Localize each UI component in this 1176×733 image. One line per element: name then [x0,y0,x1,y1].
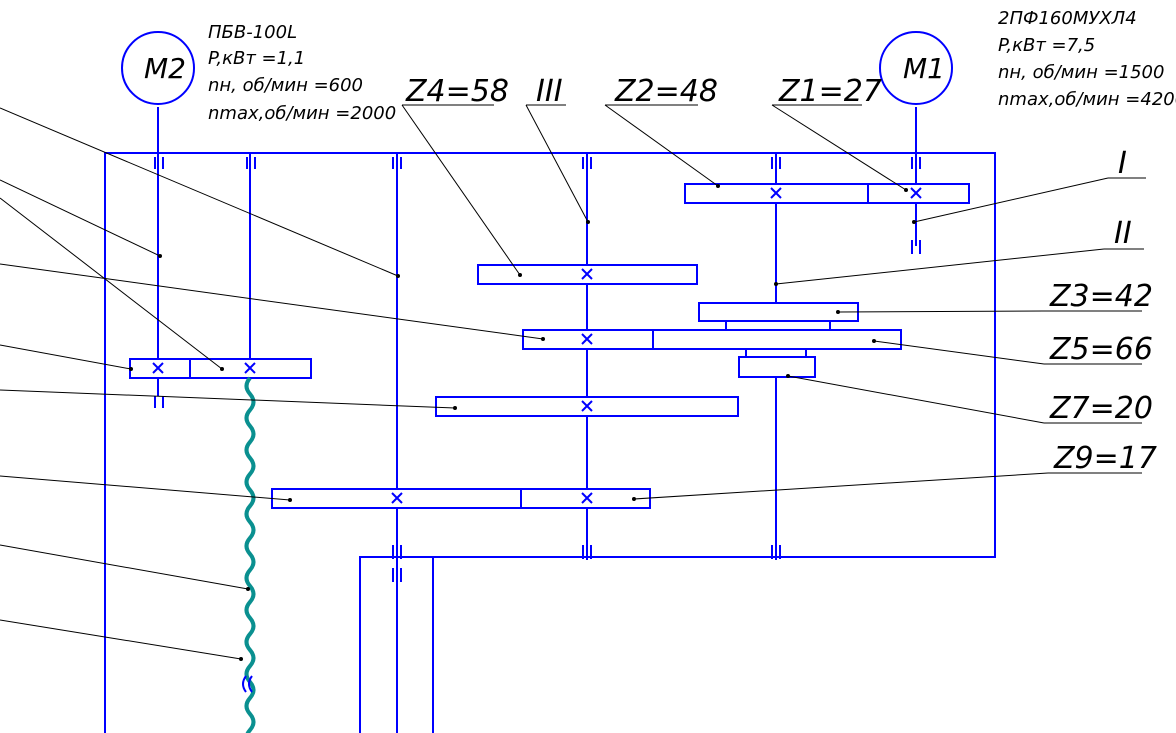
lead-screw [242,376,256,733]
label-shaft-iii: III [536,74,563,109]
right-labels: I II Z3=42 Z5=66 Z7=20 Z9=17 [1044,146,1157,476]
motor-m1-max-speed: nmax,об/мин =4200 [998,89,1176,110]
motor-m1-label: M1 [903,52,945,85]
motor-m1: M1 2ПФ160МУХЛ4 P,кВт =7,5 nн, об/мин =15… [879,8,1176,110]
gear-z3-hub [725,320,831,331]
motor-m2-model: ПБВ-100L [208,22,297,43]
label-shaft-ii: II [1114,216,1132,251]
gears [129,183,970,509]
shaft-crosses [152,187,922,504]
label-z7: Z7=20 [1049,391,1153,426]
motor-m1-model: 2ПФ160МУХЛ4 [998,8,1137,29]
motor-m1-circle [879,31,953,105]
motor-m2: M2 ПБВ-100L P,кВт =1,1 nн, об/мин =600 n… [121,22,396,124]
motor-m2-power: P,кВт =1,1 [208,48,305,69]
gear-z7-hub [745,348,807,358]
motor-m1-nominal-speed: nн, об/мин =1500 [998,62,1164,83]
label-z9: Z9=17 [1053,441,1157,476]
gear-z3 [698,302,859,322]
label-z1: Z1=27 [778,74,882,109]
motor-m2-circle [121,31,195,105]
top-labels: Z4=58 III Z2=48 Z1=27 [402,74,882,109]
housing-frame [104,152,996,733]
label-z2: Z2=48 [614,74,718,109]
motor-m2-label: M2 [144,52,186,85]
gear-z5 [652,329,902,350]
label-z4: Z4=58 [405,74,509,109]
leader-lines [401,104,1109,500]
label-shaft-i: I [1118,146,1127,181]
bearing-marks [154,157,921,582]
leader-dots [129,184,916,661]
motor-m1-power: P,кВт =7,5 [998,35,1095,56]
gear-z1 [867,183,970,204]
gear-m2-pinion [129,358,191,379]
gear-z7 [738,356,816,378]
motor-m2-nominal-speed: nн, об/мин =600 [208,75,363,96]
label-z5: Z5=66 [1049,332,1153,367]
motor-m2-max-speed: nmax,об/мин =2000 [208,103,396,124]
label-z3: Z3=42 [1049,279,1153,314]
left-leader-lines [0,107,544,660]
